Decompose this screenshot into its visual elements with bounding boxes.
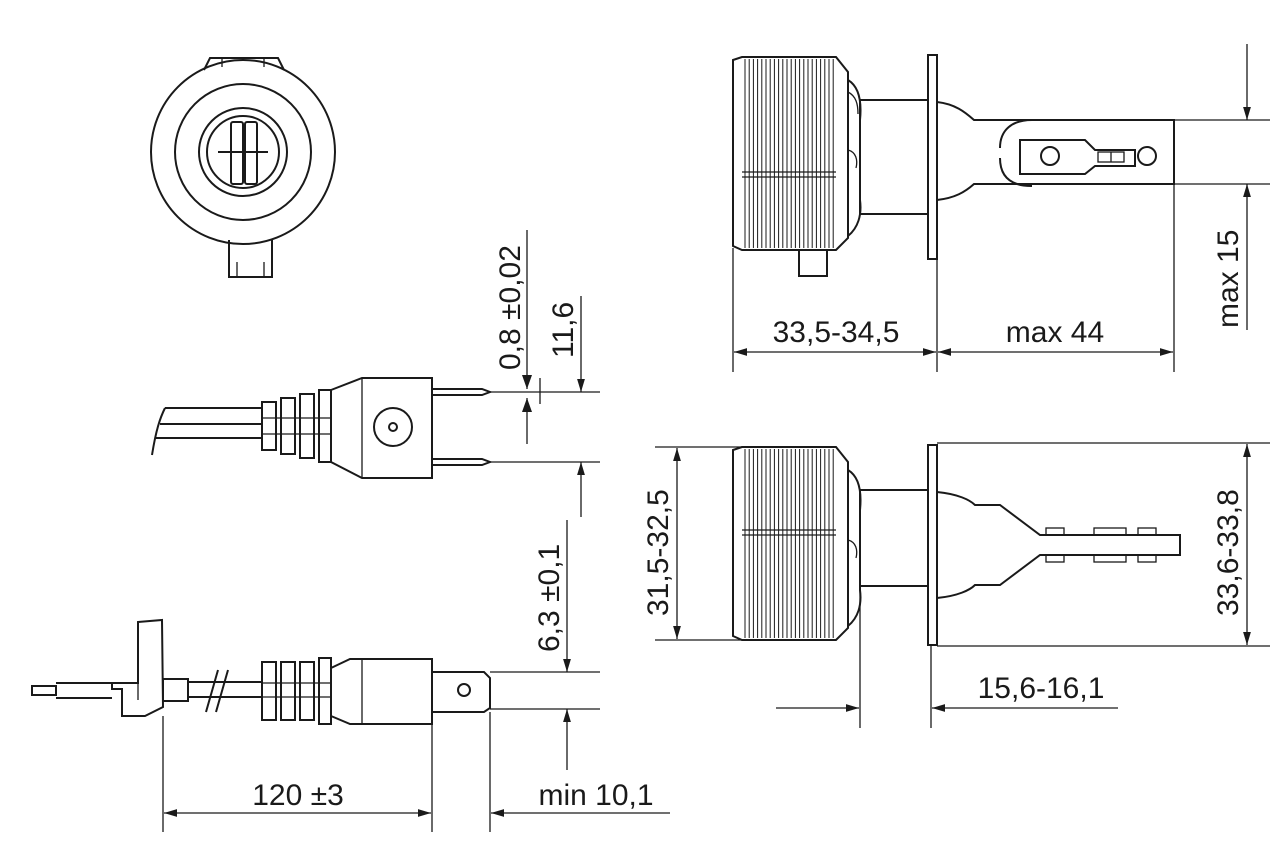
- dim-flange-diameter: 33,6-33,8: [1212, 489, 1245, 616]
- dim-min-length: min 10,1: [538, 779, 653, 812]
- bulb-side-view: [732, 54, 1175, 277]
- dim-cable-length: 120 ±3: [252, 779, 344, 812]
- dim-base-length: 33,5-34,5: [773, 316, 900, 349]
- dim-pin-thickness: 0,8 ±0,02: [494, 245, 527, 370]
- cable-top-view: [31, 618, 491, 725]
- dimension-labels: 0,8 ±0,02 11,6 6,3 ±0,1 120 ±3 min 10,1 …: [252, 230, 1245, 812]
- dim-lamp-distance: 15,6-16,1: [978, 672, 1105, 705]
- bulb-top-view: [732, 444, 1181, 646]
- dim-heatsink-diameter: 31,5-32,5: [642, 489, 675, 616]
- heatsink-fins: [744, 59, 834, 248]
- front-view: [150, 57, 336, 278]
- heatsink-fins: [744, 449, 834, 638]
- dim-pin-spacing: 11,6: [547, 302, 580, 358]
- dim-max-height: max 15: [1212, 230, 1245, 328]
- dim-pin-width: 6,3 ±0,1: [533, 544, 566, 652]
- connector-side-view: [151, 377, 493, 479]
- dimension-lines: [162, 44, 1270, 832]
- dim-max-length: max 44: [1006, 316, 1104, 349]
